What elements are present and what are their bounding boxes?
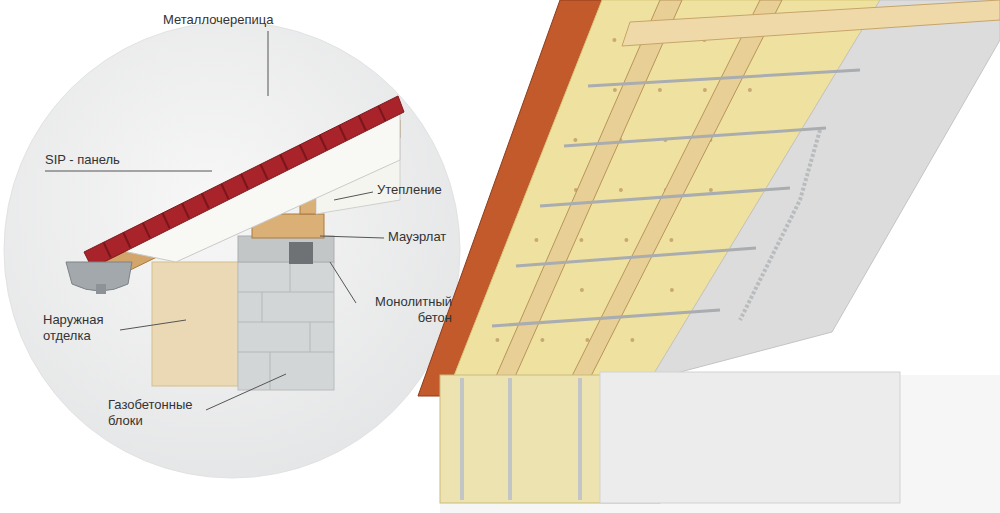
leader-line <box>330 262 356 303</box>
block-joint <box>238 352 334 353</box>
membrane-dot <box>658 88 662 92</box>
part-label: Утепление <box>377 182 442 198</box>
membrane-dot <box>630 338 634 342</box>
stud <box>508 378 512 500</box>
part-label: Металлочерепица <box>163 12 274 28</box>
block-joints <box>238 262 334 390</box>
part-label: Мауэрлат <box>388 229 446 245</box>
part-label: Газобетонные блоки <box>108 397 208 428</box>
anchor-plate <box>289 242 313 264</box>
detail-circle <box>4 22 460 478</box>
metal-profile <box>564 128 826 146</box>
block-joint <box>262 292 263 322</box>
membrane-dot <box>669 238 673 242</box>
membrane-dot <box>748 88 752 92</box>
tile-rib <box>339 125 346 140</box>
metal-profile <box>516 248 756 266</box>
tile-rib <box>123 233 130 248</box>
leader-line <box>334 192 373 200</box>
tile-rib <box>359 116 366 131</box>
leader-lines <box>45 31 384 410</box>
membrane-dot <box>540 338 544 342</box>
tile-rib <box>378 106 385 121</box>
tile-rib <box>280 155 287 170</box>
leader-line <box>206 374 286 410</box>
stud <box>460 378 464 500</box>
block-joint <box>310 322 311 352</box>
metal-tile <box>84 96 404 268</box>
part-label: SIP - панель <box>45 152 120 168</box>
exterior-finish <box>152 262 238 386</box>
gutter-outlet <box>96 284 106 294</box>
metal-profile <box>492 310 720 326</box>
membrane-dot <box>573 138 577 142</box>
membrane-dot <box>534 238 538 242</box>
hanger-profile <box>740 130 820 320</box>
tile-ribs <box>104 106 386 257</box>
membrane-dot <box>624 238 628 242</box>
part-label: Наружная отделка <box>43 312 115 343</box>
tile-rib <box>143 223 150 238</box>
attic-view <box>418 0 1000 513</box>
tile-rib <box>320 135 327 150</box>
block-joint <box>238 292 334 293</box>
rafter <box>490 0 682 390</box>
leader-line <box>120 320 186 330</box>
part-label: Монолитный бетон <box>360 294 452 325</box>
membrane-dot <box>580 288 584 292</box>
membrane-dot <box>495 338 499 342</box>
membrane-dot <box>670 288 674 292</box>
tile-rib <box>182 203 189 218</box>
section-detail <box>4 22 460 478</box>
top-beam <box>622 0 1000 46</box>
metal-profile <box>588 70 860 86</box>
tile-rib <box>163 213 170 228</box>
leader-line <box>268 31 269 96</box>
tile-rib <box>104 242 111 257</box>
membrane-dot <box>613 88 617 92</box>
wall-board <box>600 372 900 503</box>
leader-line <box>45 171 212 172</box>
concrete-belt <box>238 236 334 262</box>
block-joint <box>270 352 271 390</box>
tile-rib <box>261 164 268 179</box>
block-joint <box>238 322 334 323</box>
membrane-dot <box>709 188 713 192</box>
metal-profiles <box>492 70 860 326</box>
tile-rib <box>221 184 228 199</box>
tile-rib <box>300 145 307 160</box>
tile-rib <box>202 194 209 209</box>
metal-profile <box>540 188 790 206</box>
stud <box>578 378 582 500</box>
membrane-dot <box>612 38 616 42</box>
block-joint <box>290 262 291 292</box>
aerated-block-wall <box>238 262 334 390</box>
membrane-dot <box>703 88 707 92</box>
leader-line <box>320 236 384 238</box>
membrane-dot <box>619 188 623 192</box>
plasterboard <box>650 0 1000 380</box>
membrane-dot <box>579 238 583 242</box>
tile-rib <box>241 174 248 189</box>
